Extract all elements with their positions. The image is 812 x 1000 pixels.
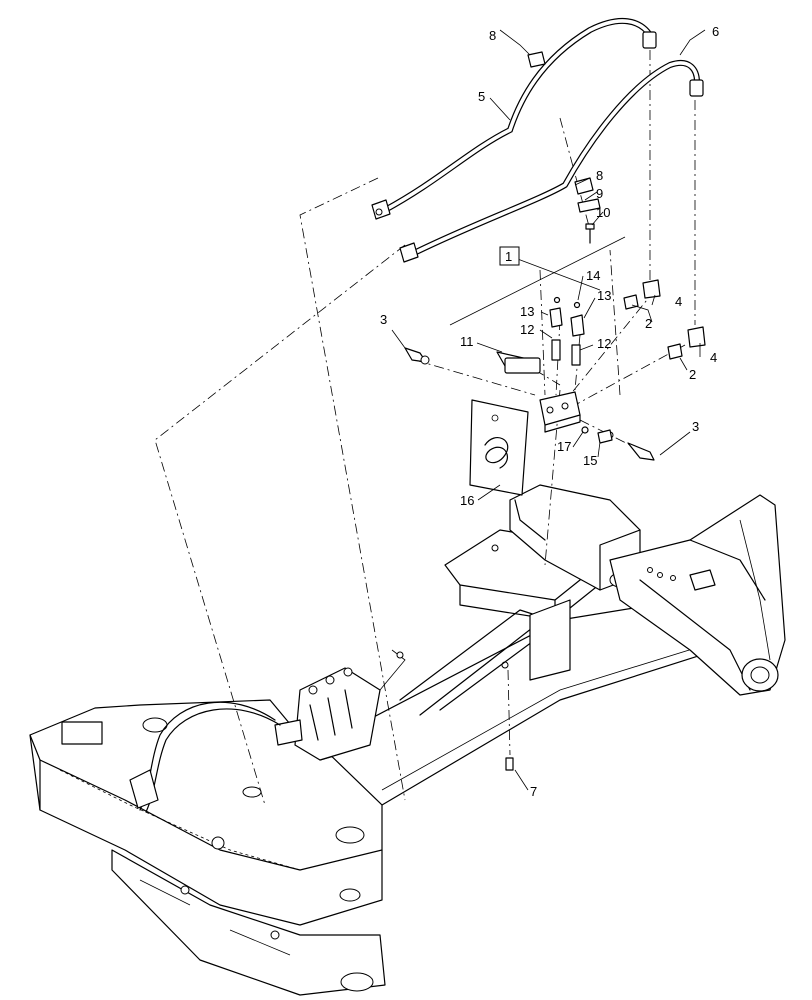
- callout-1: 1: [505, 249, 512, 264]
- elbow-4-bottom: [687, 326, 706, 348]
- callout-15: 15: [583, 453, 597, 468]
- callout-9: 9: [596, 186, 603, 201]
- bolt-7: [505, 757, 514, 771]
- valve-block: [539, 391, 581, 433]
- callout-5: 5: [478, 89, 485, 104]
- callout-14: 14: [586, 268, 600, 283]
- valve-12-left: [551, 339, 561, 361]
- callout-7: 7: [530, 784, 537, 799]
- hose-5: [371, 17, 657, 220]
- callout-16: 16: [460, 493, 474, 508]
- callout-box-1: [499, 246, 520, 266]
- callout-12-left: 12: [520, 322, 534, 337]
- seal-kit-16: [469, 399, 529, 496]
- callout-leaders: [391, 29, 706, 791]
- callout-6: 6: [712, 24, 719, 39]
- callout-4-top: 4: [675, 294, 682, 309]
- callout-labels: 1 2 2 3 3 4 4 5 6 7 8 8 9 10 11 12 12 13…: [380, 24, 719, 799]
- callout-17: 17: [557, 439, 571, 454]
- callout-2-top: 2: [645, 316, 652, 331]
- callout-8-top: 8: [489, 28, 496, 43]
- plug-15: [597, 429, 613, 444]
- elbow-4-top: [642, 279, 661, 299]
- coil-13-right: [570, 314, 585, 337]
- oring-17: [581, 426, 589, 434]
- plate-9: [577, 198, 601, 213]
- fitting-3-right: [606, 431, 655, 461]
- hose-6: [399, 60, 704, 263]
- callout-3-left: 3: [380, 312, 387, 327]
- callout-11: 11: [460, 334, 474, 349]
- callout-13-left: 13: [520, 304, 534, 319]
- clip-8-bottom: [574, 177, 594, 195]
- nut-14: [553, 296, 581, 309]
- clip-8-top: [527, 51, 546, 68]
- callout-8-bottom: 8: [596, 168, 603, 183]
- adapter-2-bottom: [667, 343, 683, 360]
- leader-lines: [154, 50, 696, 806]
- callout-3-right: 3: [692, 419, 699, 434]
- coil-13-left: [549, 307, 563, 328]
- callout-13-right: 13: [597, 288, 611, 303]
- solenoid-11: [496, 351, 541, 374]
- fitting-3-left: [404, 347, 430, 365]
- callout-4-bottom: 4: [710, 350, 717, 365]
- adapter-2-top: [623, 294, 639, 310]
- callout-10: 10: [596, 205, 610, 220]
- loader-frame: [29, 484, 786, 996]
- callout-2-bottom: 2: [689, 367, 696, 382]
- bolt-10: [585, 223, 595, 244]
- callout-12-right: 12: [597, 336, 611, 351]
- valve-12-right: [571, 344, 581, 366]
